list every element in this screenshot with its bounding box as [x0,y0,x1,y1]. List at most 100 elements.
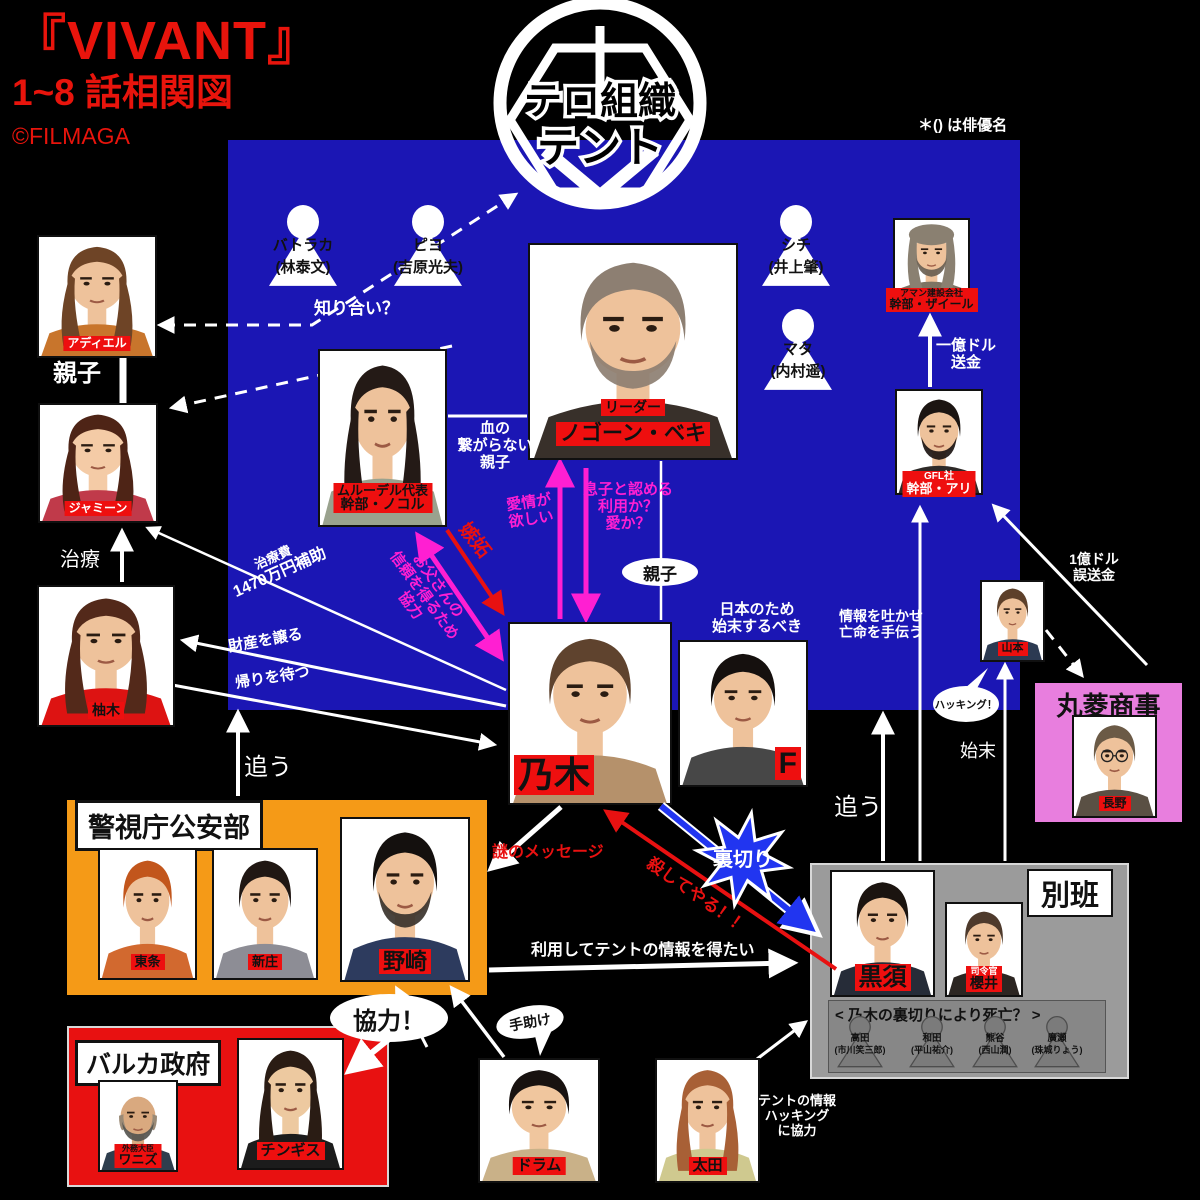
silhouette-piyo: ピヨ (吉原光夫) [378,204,478,288]
police-box-title: 警視庁公安部 [75,800,263,851]
portrait-shinjo: 新庄 [212,848,318,980]
oyako-ellipse-label: 親子 [622,558,698,586]
label-zaisan: 財産を譲る [227,625,304,656]
tent-chevron-icon [540,145,660,205]
portrait-ota: 太田 [655,1058,760,1183]
title-main: 『VIVANT』 [12,11,323,71]
silhouette-label-shichi: (井上肇) [768,259,824,276]
portrait-nokoru: ムルーデル代表幹部・ノコル [318,349,447,527]
silhouette-label-piyo: (吉原光夫) [393,259,463,276]
tent-logo: テロ組織 テント [493,0,707,210]
name-label-beki: リーダー [601,399,665,416]
speech-bubble-tasuke: 手助け [493,1000,567,1044]
page-title: 『VIVANT』 1~8 話相関図 ©FILMAGA [12,14,322,148]
name-label-drum: ドラム [512,1157,566,1175]
name-label-shinjo: 新庄 [247,954,283,970]
portrait-beki: リーダーノゴーン・ベキ [528,243,738,460]
title-sub: 1~8 話相関図 [12,72,234,113]
silhouette-label-shichi: シチ [780,237,812,254]
silhouette-label-mata: (内村遥) [770,363,826,380]
name-label-ota: 太田 [688,1157,727,1175]
portrait-yamamoto: 山本 [980,580,1045,662]
name-label-kurosu: 黒須 [854,963,911,991]
label-kaeri: 帰りを待つ [234,663,311,692]
name-label-nokoru: ムルーデル代表幹部・ノコル [332,482,433,513]
portrait-drum: ドラム [478,1058,600,1183]
logo-line2: テント [537,124,663,171]
silhouette-label-kumagai: 熊谷 [985,1033,1005,1044]
name-label-yuzuki: 柚木 [88,702,124,719]
speech-bubble-kyoryoku: 協力！ [330,994,448,1042]
label-nihon: 日本のため始末するべき [711,601,802,636]
silhouette-label-piyo: ピヨ [412,237,444,254]
label-tento-joho: テントの情報ハッキングに協力 [757,1093,836,1138]
portrait-nagano: 長野 [1072,715,1157,818]
portrait-kurosu: 黒須 [830,870,935,997]
actor-name-note: ＊() は俳優名 [918,117,1008,134]
name-label-jamin: ジャミーン [64,501,132,516]
silhouette-kumagai: 熊谷(西山潤) [963,1016,1027,1068]
label-aijo: 愛情が欲しい [505,491,555,532]
label-ou-right: 追う [834,794,882,821]
silhouette-label-hirose: (珠城りょう) [1031,1045,1083,1055]
label-shiriai: 知り合い？ [314,299,399,318]
label-shimatsu: 始末 [960,741,996,761]
label-musuko: 息子と認める利用か？愛か？ [582,481,673,533]
name-label-nozaki: 野崎 [378,948,432,974]
silhouette-wada: 和田(平山祐介) [900,1016,964,1068]
name-label-zail: アマン建設会社幹部・ザイール [885,287,978,312]
name-label-nogi: 乃木 [514,755,595,795]
portrait-jamin: ジャミーン [38,403,158,523]
name-label-nagano: 長野 [1098,796,1131,811]
label-riyou: 利用してテントの情報を得たい [531,942,755,959]
portrait-zail: アマン建設会社幹部・ザイール [885,218,978,312]
portrait-nozaki: 野崎 [340,817,470,982]
name-label-sakurai: 司令官櫻井 [966,965,1002,992]
balka-box-title: バルカ政府 [75,1040,222,1086]
silhouette-label-kumagai: (西山潤) [978,1045,1012,1055]
label-ou-left: 追う [244,754,292,781]
silhouette-mata: マタ (内村遥) [748,308,848,392]
name-label-chingis: チンギス [256,1142,325,1160]
speech-bubble-hacking: ハッキング！ [933,686,999,722]
silhouette-label-takada: 高田 [850,1033,870,1044]
portrait-waniz: 外務大臣ワニズ [98,1080,178,1172]
name-label-f: F [774,746,801,780]
silhouette-label-hirose: 廣瀬 [1047,1033,1067,1044]
silhouette-label-batoraka: バトラカ [272,237,334,254]
silhouette-label-wada: (平山祐介) [911,1045,953,1055]
name-label-tojo: 東条 [130,954,165,970]
silhouette-hirose: 廣瀬(珠城りょう) [1025,1016,1089,1068]
beppan-box-title: 別班 [1026,869,1113,917]
silhouette-label-batoraka: (林泰文) [275,259,331,276]
portrait-sakurai: 司令官櫻井 [945,902,1023,997]
portrait-nogi: 乃木 [508,622,672,805]
silhouette-shichi: シチ (井上肇) [746,204,846,288]
label-ichioku: 一億ドル送金 [935,337,996,372]
portrait-chingis: チンギス [237,1038,344,1170]
label-goso: 1億ドル誤送金 [1069,551,1119,583]
silhouette-label-takada: (市川笑三郎) [834,1045,886,1055]
label-korosu: 殺してやる！！ [643,853,752,938]
silhouette-label-wada: 和田 [922,1033,942,1044]
portrait-yuzuki: 柚木 [37,585,175,727]
label-chiryo: 治療 [60,549,100,571]
label-joho: 情報を吐かせ亡命を手伝う [839,608,923,640]
logo-line1: テロ組織 [524,81,676,123]
label-shitto: 嫉妬 [454,519,495,563]
label-oyako-left: 親子 [53,360,101,387]
portrait-tojo: 東条 [98,848,197,980]
name-label-yamamoto: 山本 [997,642,1028,656]
credit: ©FILMAGA [12,123,130,149]
name-label-ali: GFL社幹部・アリ [902,470,976,497]
silhouette-label-mata: マタ [782,341,814,358]
portrait-ali: GFL社幹部・アリ [895,389,983,497]
portrait-adiel: アディエル [37,235,157,358]
label-blood: 血の繋がらない親子 [457,420,533,472]
name-label-waniz: 外務大臣ワニズ [114,1143,162,1168]
label-nazo: 謎のメッセージ [492,844,604,861]
silhouette-takada: 高田(市川笑三郎) [828,1016,892,1068]
